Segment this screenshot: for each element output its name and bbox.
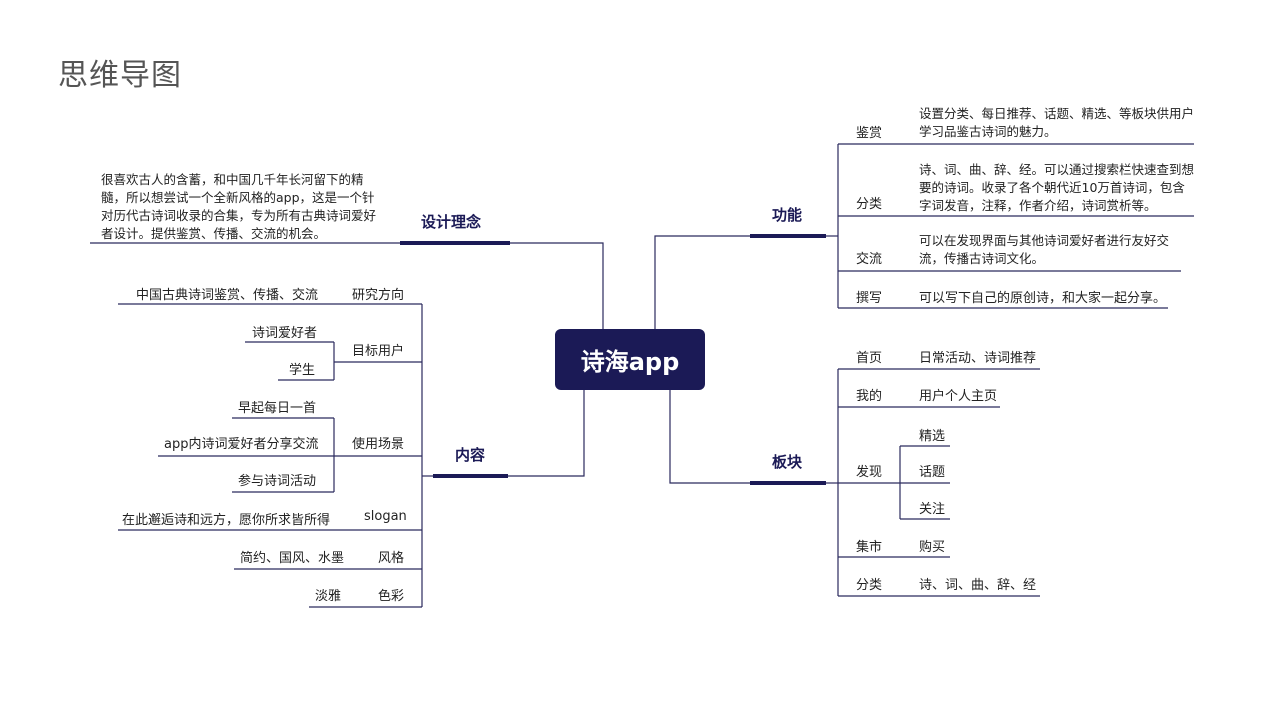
content-scene-value: 早起每日一首: [238, 401, 317, 416]
section-value: 关注: [919, 502, 946, 517]
content-scene-value: 参与诗词活动: [238, 474, 317, 489]
design-description: 很喜欢古人的含蓄，和中国几千年长河留下的精髓，所以想尝试一个全新风格的app，这…: [101, 172, 377, 241]
section-label: 发现: [856, 465, 883, 480]
section-label: 分类: [856, 578, 883, 593]
content-style-value: 简约、国风、水墨: [240, 551, 345, 566]
section-value: 话题: [919, 465, 946, 480]
content-scenes-label: 使用场景: [352, 437, 405, 452]
branch-design[interactable]: 设计理念: [421, 213, 482, 231]
center-label: 诗海app: [580, 348, 680, 376]
content-color-label: 色彩: [378, 589, 405, 604]
section-value: 诗、词、曲、辞、经: [919, 578, 1037, 593]
section-value: 购买: [919, 540, 946, 555]
feature-desc: 可以在发现界面与其他诗词爱好者进行友好交流，传播古诗词文化。: [919, 233, 1170, 266]
content-research-label: 研究方向: [352, 288, 405, 303]
content-scene-value: app内诗词爱好者分享交流: [164, 437, 319, 452]
branch-features[interactable]: 功能: [772, 206, 803, 224]
feature-desc: 可以写下自己的原创诗，和大家一起分享。: [919, 291, 1167, 306]
branch-content[interactable]: 内容: [455, 446, 486, 464]
content-color-value: 淡雅: [315, 589, 342, 604]
feature-label: 分类: [856, 197, 883, 212]
section-value: 用户个人主页: [919, 389, 998, 404]
branch-sections[interactable]: 板块: [772, 453, 803, 471]
center-node[interactable]: 诗海app: [555, 329, 705, 390]
section-label: 集市: [856, 540, 883, 555]
feature-desc: 设置分类、每日推荐、话题、精选、等板块供用户学习品鉴古诗词的魅力。: [919, 106, 1195, 139]
content-style-label: 风格: [378, 551, 405, 566]
section-value: 精选: [919, 429, 946, 444]
section-label: 首页: [856, 351, 883, 366]
content-slogan-label: slogan: [364, 509, 407, 524]
content-target-label: 目标用户: [352, 344, 405, 359]
content-target-value: 学生: [289, 363, 316, 378]
feature-label: 撰写: [856, 291, 883, 306]
feature-label: 交流: [856, 252, 883, 267]
section-label: 我的: [856, 389, 883, 404]
section-value: 日常活动、诗词推荐: [919, 351, 1037, 366]
feature-label: 鉴赏: [856, 126, 883, 141]
feature-desc: 诗、词、曲、辞、经。可以通过搜索栏快速查到想要的诗词。收录了各个朝代近10万首诗…: [919, 162, 1195, 213]
content-target-value: 诗词爱好者: [252, 326, 318, 341]
page-title: 思维导图: [58, 58, 182, 93]
content-research-value: 中国古典诗词鉴赏、传播、交流: [136, 288, 319, 303]
content-slogan-value: 在此邂逅诗和远方，愿你所求皆所得: [122, 513, 331, 528]
